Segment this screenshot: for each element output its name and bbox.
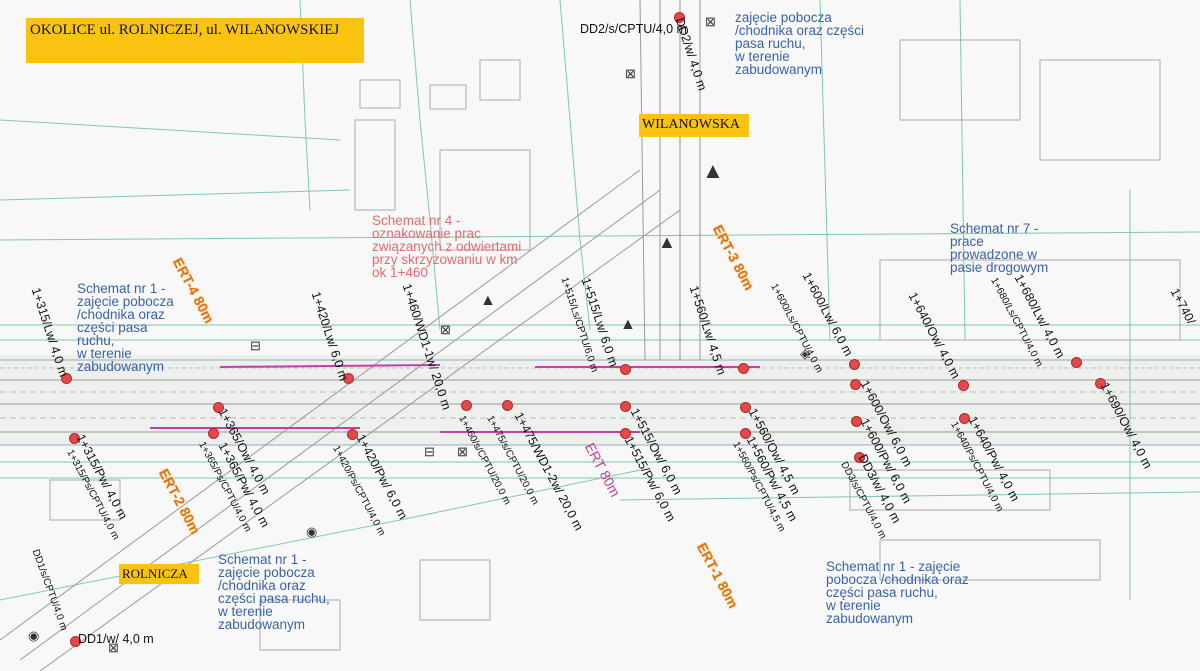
traffic-sign-icon: ⊟ [250, 338, 261, 353]
boring-1365-ow[interactable] [213, 402, 224, 413]
traffic-sign-icon: ⊠ [705, 14, 716, 29]
schemat-1-left: Schemat nr 1 - zajęcie pobocza /chodnika… [77, 281, 174, 374]
label-dd2s: DD2/s/CPTU/4,0 m [580, 22, 687, 36]
boring-1315-pw[interactable] [69, 433, 80, 444]
boring-1560-ow[interactable] [740, 402, 751, 413]
street-label-rolnicza: ROLNICZA [119, 564, 199, 584]
label-dd1w: DD1/w/ 4,0 m [78, 632, 154, 646]
map-title: OKOLICE ul. ROLNICZEJ, ul. WILANOWSKIEJ [26, 18, 364, 63]
boring-1560-lw[interactable] [738, 363, 749, 374]
boring-1640-ow[interactable] [958, 380, 969, 391]
boring-1365-pw[interactable] [208, 428, 219, 439]
schemat-4: Schemat nr 4 - oznakowanie prac związany… [372, 213, 522, 280]
warning-sign-icon: ▲ [702, 158, 724, 183]
traffic-sign-icon: ⊠ [108, 640, 119, 655]
boring-1680-lw[interactable] [1071, 357, 1082, 368]
boring-1600-lw[interactable] [849, 359, 860, 370]
traffic-sign-icon: ⊠ [457, 444, 468, 459]
boring-1420-pw[interactable] [347, 429, 358, 440]
boring-1515-ow[interactable] [620, 401, 631, 412]
boring-dd2[interactable] [674, 12, 685, 23]
warning-sign-icon: ▲ [658, 232, 676, 252]
boring-dd3[interactable] [854, 452, 865, 463]
traffic-sign-icon: ⊠ [440, 322, 451, 337]
traffic-sign-icon: ◉ [28, 628, 40, 643]
schemat-1-bottom-right: Schemat nr 1 - zajęcie pobocza /chodnika… [826, 559, 969, 626]
schemat-1-top: zajęcie pobocza /chodnika oraz części pa… [735, 10, 865, 77]
boring-1600-ow[interactable] [851, 416, 862, 427]
boring-1690-ow[interactable] [1095, 378, 1106, 389]
warning-sign-icon: ▲ [620, 316, 636, 333]
boring-1640-pw[interactable] [959, 413, 970, 424]
traffic-sign-icon: ◉ [306, 524, 318, 539]
boring-1515-lw[interactable] [620, 364, 631, 375]
traffic-sign-icon: ⊠ [625, 66, 636, 81]
boring-1560-pw[interactable] [740, 428, 751, 439]
boring-1600-ls[interactable] [850, 379, 861, 390]
boring-1515-pw[interactable] [620, 428, 631, 439]
schemat-7: Schemat nr 7 - prace prowadzone w pasie … [950, 221, 1049, 275]
traffic-sign-icon: ⊟ [424, 444, 435, 459]
boring-1460-wd1[interactable] [461, 400, 472, 411]
boring-1315-lw[interactable] [61, 373, 72, 384]
boring-1475-wd1[interactable] [502, 400, 513, 411]
warning-sign-icon: ▲ [480, 292, 496, 309]
street-label-wilanowska: WILANOWSKA [639, 114, 749, 137]
traffic-sign-icon: ◈ [800, 346, 810, 361]
boring-dd1[interactable] [70, 636, 81, 647]
schemat-1-bottom-left: Schemat nr 1 - zajęcie pobocza /chodnika… [218, 552, 330, 632]
boring-1420-lw[interactable] [343, 373, 354, 384]
